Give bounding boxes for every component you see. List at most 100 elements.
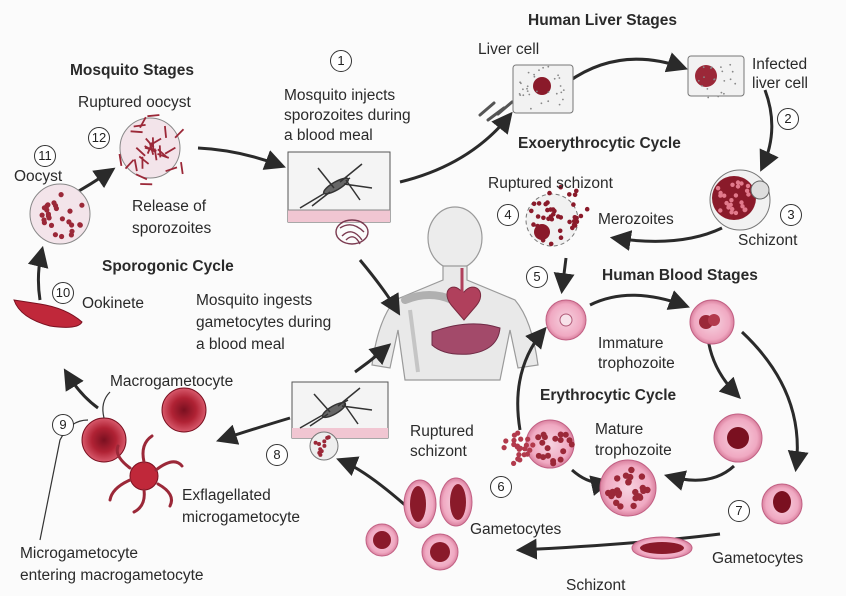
label-ingests-2: gametocytes during: [196, 313, 331, 332]
parasite-dot: [40, 213, 45, 218]
parasite-dot: [718, 208, 722, 212]
label-injects-2: sporozoites during: [284, 106, 411, 125]
parasite-dot: [732, 71, 734, 73]
parasite-dot: [78, 223, 83, 228]
sporozoite-swirl: [336, 220, 368, 244]
parasite-dot: [536, 91, 538, 93]
label-ookinete: Ookinete: [82, 294, 144, 313]
label-ruptured-schizont-liver: Ruptured schizont: [488, 174, 613, 193]
parasite-dot: [531, 222, 536, 227]
parasite-dot: [703, 66, 705, 68]
liver-cell: [513, 65, 573, 113]
gametocyte-round: [762, 484, 802, 524]
parasite-dot: [545, 200, 550, 205]
parasite-dot: [559, 104, 561, 106]
parasite-dot: [325, 436, 329, 440]
heading-liver-stages: Human Liver Stages: [528, 11, 677, 30]
mosquito-box-top: [288, 152, 390, 222]
parasite-dot: [569, 442, 575, 448]
parasite-dot: [548, 207, 553, 212]
parasite-dot: [525, 437, 530, 442]
parasite-dot: [740, 204, 744, 208]
parasite-dot: [519, 93, 521, 95]
parasite-dot: [729, 64, 731, 66]
parasite-dot: [739, 181, 743, 185]
parasite-dot: [518, 437, 523, 442]
parasite-dot: [556, 93, 558, 95]
parasite-dot: [522, 94, 524, 96]
parasite-dot: [558, 437, 564, 443]
parasite-dot: [614, 475, 620, 481]
parasite-dot: [739, 200, 743, 204]
parasite-dot: [51, 200, 56, 205]
parasite-dot: [317, 442, 321, 446]
label-ingests-3: a blood meal: [196, 335, 285, 354]
heading-mosquito-stages: Mosquito Stages: [70, 61, 194, 80]
parasite-dot: [729, 198, 733, 202]
parasite-dot: [572, 219, 577, 224]
parasite-dot: [734, 211, 738, 215]
parasite-dot: [79, 203, 84, 208]
parasite-dot: [716, 186, 720, 190]
parasite-dot: [730, 183, 734, 187]
parasite-dot: [717, 96, 719, 98]
parasite-dot: [314, 441, 318, 445]
parasite-dot: [519, 81, 521, 83]
parasite-dot: [44, 207, 49, 212]
parasite-dot: [628, 467, 634, 473]
label-microgametocyte-2: entering macrogametocyte: [20, 566, 204, 585]
parasite-dot: [713, 79, 715, 81]
parasite-dot: [560, 85, 562, 87]
step-7: 7: [728, 500, 750, 522]
step-12: 12: [88, 127, 110, 149]
parasite-dot: [69, 229, 74, 234]
parasite-dot: [558, 432, 564, 438]
parasite-dot: [46, 214, 51, 219]
parasite-dot: [573, 193, 578, 198]
label-gametocytes-left: Gametocytes: [470, 520, 561, 539]
parasite-dot: [746, 192, 750, 196]
gametocytes-cluster: [366, 478, 472, 570]
parasite-dot: [613, 500, 619, 506]
parasite-dot: [42, 220, 47, 225]
parasite-dot: [559, 77, 561, 79]
parasite-dot: [545, 445, 551, 451]
parasite-dot: [707, 88, 709, 90]
parasite-dot: [537, 201, 542, 206]
label-immature-trophozoite-2: trophozoite: [598, 354, 675, 373]
parasite-dot: [522, 88, 524, 90]
label-schizont-blood: Schizont: [566, 576, 625, 595]
label-liver-cell: Liver cell: [478, 40, 539, 59]
parasite-dot: [540, 454, 546, 460]
parasite-dot: [529, 209, 534, 214]
step-8: 8: [266, 444, 288, 466]
parasite-dot: [537, 234, 542, 239]
infected-liver-cell: [688, 56, 744, 96]
parasite-dot: [535, 434, 541, 440]
parasite-dot: [734, 193, 738, 197]
parasite-dot: [522, 452, 527, 457]
label-gametocytes-right: Gametocytes: [712, 549, 803, 568]
label-mature-trophozoite-2: trophozoite: [595, 441, 672, 460]
label-immature-trophozoite-1: Immature: [598, 334, 663, 353]
parasite-dot: [541, 238, 546, 243]
parasite-dot: [558, 229, 563, 234]
parasite-dot: [720, 66, 722, 68]
label-exflagellated-2: microgametocyte: [182, 508, 300, 527]
parasite-dot: [734, 83, 736, 85]
step-6: 6: [490, 476, 512, 498]
step-10: 10: [52, 282, 74, 304]
parasite-dot: [729, 210, 733, 214]
step-2: 2: [777, 108, 799, 130]
parasite-dot: [549, 242, 554, 247]
parasite-dot: [541, 216, 546, 221]
parasite-dot: [524, 443, 529, 448]
parasite-dot: [563, 432, 569, 438]
parasite-dot: [532, 202, 537, 207]
parasite-dot: [536, 214, 541, 219]
parasite-dot: [535, 224, 540, 229]
parasite-dot: [552, 436, 558, 442]
liver-schizont: [710, 170, 770, 230]
parasite-dot: [322, 444, 326, 448]
